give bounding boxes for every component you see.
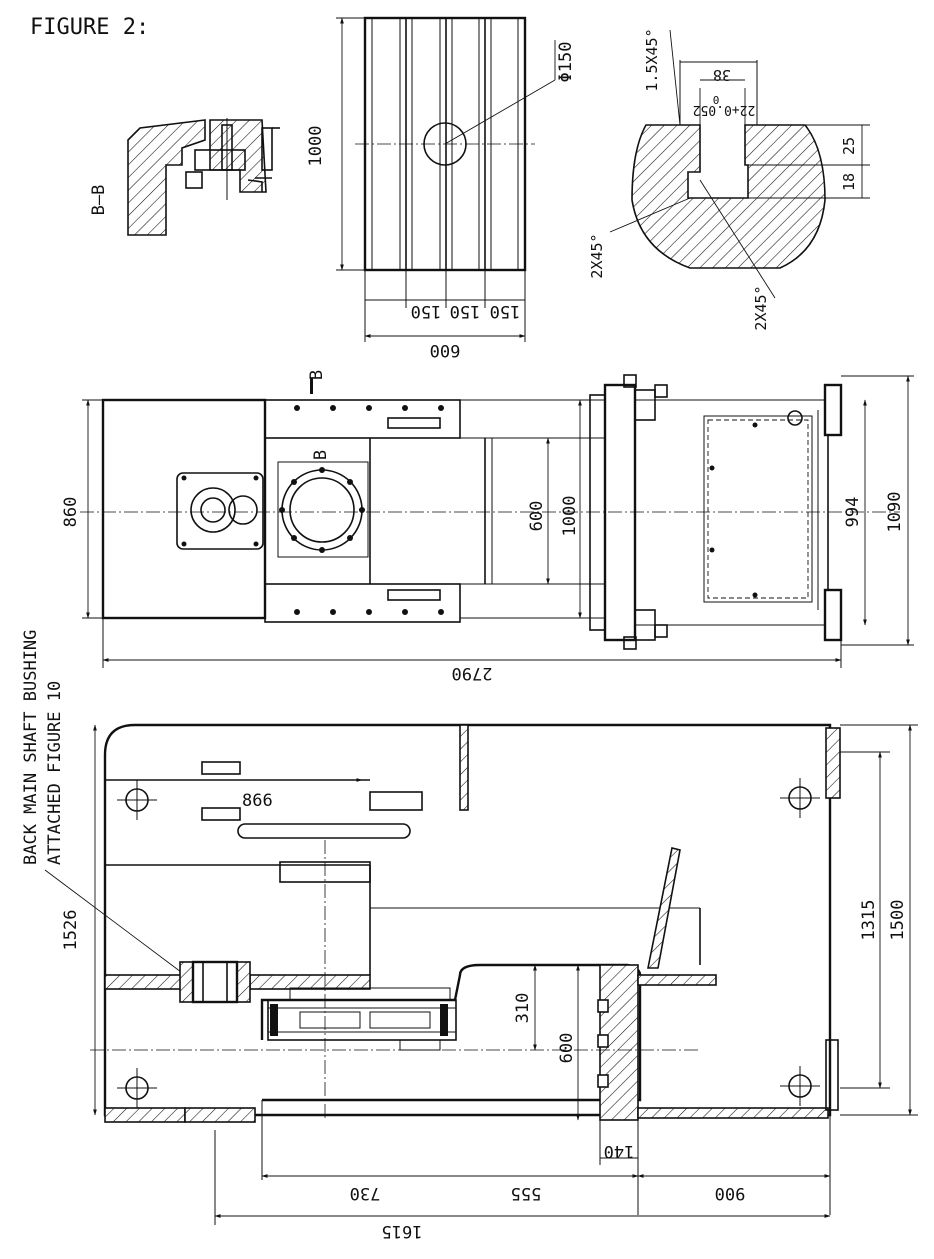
dim-front-1615: 1615 <box>382 1221 423 1241</box>
front-right-hatched-block <box>597 847 829 1121</box>
back-shaft-bushing <box>179 960 251 1004</box>
plan-view: B B <box>61 370 914 683</box>
figure-title: FIGURE 2: <box>30 15 149 40</box>
dim-plan-1090: 1090 <box>885 492 905 533</box>
plan-motor-flange <box>176 472 264 550</box>
dim-chamfer-right: 2X45° <box>752 285 770 330</box>
dim-slot-top-width: 38 <box>713 66 731 84</box>
section-marker-top: B <box>307 370 327 380</box>
dim-front-1500: 1500 <box>888 900 908 941</box>
dim-slot-pitch-1: 150 <box>411 301 442 321</box>
front-view: 866 1526 1315 1500 310 600 140 730 555 9… <box>61 723 918 1241</box>
dim-front-1315: 1315 <box>859 900 879 941</box>
dim-depth-upper: 25 <box>840 137 858 155</box>
dim-chamfer-left: 2X45° <box>588 233 606 278</box>
dim-front-310: 310 <box>513 993 533 1024</box>
dim-slot-pitch-2: 150 <box>450 301 481 321</box>
dim-height-1000: 1000 <box>306 126 326 167</box>
dim-plan-1000: 1000 <box>560 496 580 537</box>
dim-front-866: 866 <box>242 791 273 811</box>
dim-plan-2790: 2790 <box>452 663 493 683</box>
plan-right-assembly <box>589 374 843 650</box>
front-spindle <box>267 987 457 1051</box>
dim-slot-pitch-3: 150 <box>490 301 521 321</box>
section-bb-label: B—B <box>89 185 109 216</box>
dim-chamfer-top: 1.5X45° <box>643 28 661 91</box>
dim-plan-860: 860 <box>61 497 81 528</box>
dim-diameter-150: Φ150 <box>556 42 576 83</box>
section-marker-mid: B <box>311 450 331 460</box>
plan-round-flange <box>277 461 369 558</box>
plan-bolts-top <box>294 405 444 615</box>
dim-front-555: 555 <box>511 1183 542 1203</box>
dim-front-900: 900 <box>715 1183 746 1203</box>
callout-line-1: BACK MAIN SHAFT BUSHING <box>21 630 41 865</box>
dim-width-600: 600 <box>430 340 461 360</box>
t-slot-detail: 1.5X45° 38 0 22+0.052 25 18 2X45° 2X45° <box>588 28 870 331</box>
dim-slot-width-lower: 0 <box>713 93 720 106</box>
dim-front-730: 730 <box>350 1183 381 1203</box>
dim-front-140: 140 <box>604 1141 635 1161</box>
callout-line-2: ATTACHED FIGURE 10 <box>45 681 65 865</box>
dim-plan-600: 600 <box>527 501 547 532</box>
section-bb-view: B—B <box>89 118 280 236</box>
table-top-view: Φ150 1000 150 150 150 600 <box>306 16 576 360</box>
dim-depth-lower: 18 <box>840 173 858 191</box>
dim-slot-width-tol: 22+0.052 <box>693 102 756 117</box>
dim-front-600: 600 <box>557 1033 577 1064</box>
dim-front-1526: 1526 <box>61 910 81 951</box>
dim-plan-994: 994 <box>843 497 863 528</box>
